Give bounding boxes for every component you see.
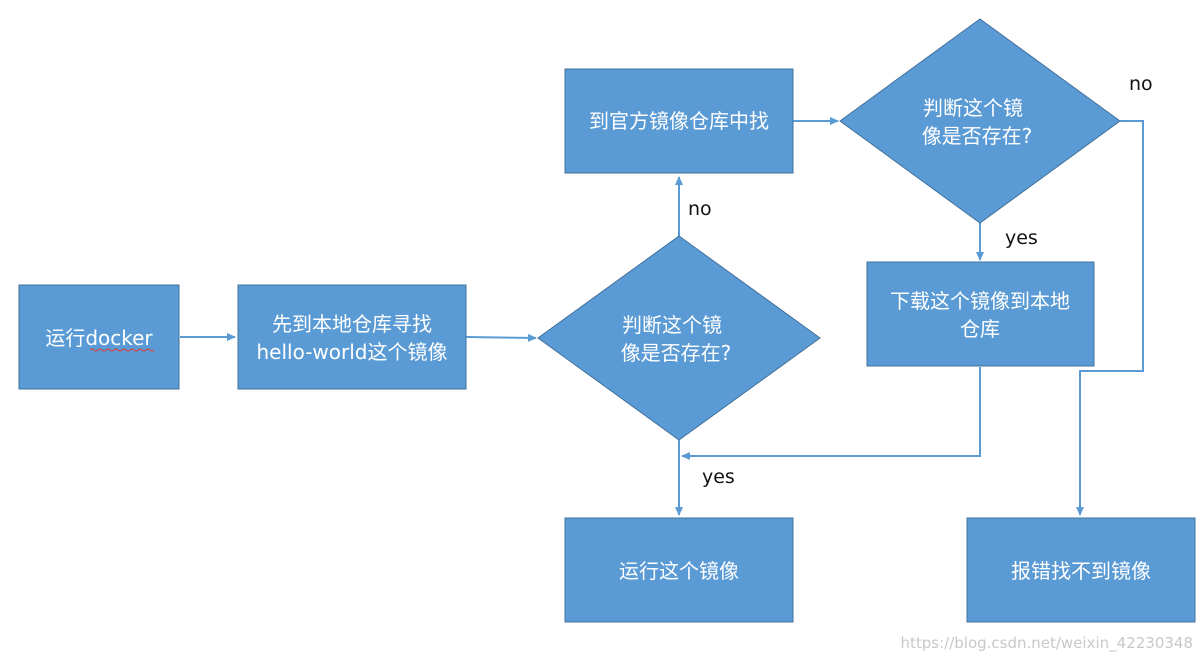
edge-download-to-run [681,367,981,460]
node-exists-official-line2: 像是否存在? [922,124,1033,148]
node-search-local-line2: hello-world这个镜像 [257,340,448,364]
node-search-local: 先到本地仓库寻找 hello-world这个镜像 [237,284,467,390]
edge-exists-official-no [1076,120,1144,516]
node-search-local-line1: 先到本地仓库寻找 [272,312,432,336]
node-exists-local: 判断这个镜 像是否存在? [537,235,821,441]
node-error: 报错找不到镜像 [966,517,1196,623]
node-run-image-text: 运行这个镜像 [619,559,739,583]
node-search-official-text: 到官方镜像仓库中找 [589,109,769,133]
node-download-line2: 仓库 [960,317,1000,341]
label-official-yes: yes [1005,227,1038,249]
node-download: 下载这个镜像到本地 仓库 [866,261,1095,367]
label-official-no: no [1129,73,1153,95]
node-download-line1: 下载这个镜像到本地 [890,289,1070,313]
node-exists-official-line1: 判断这个镜 [923,96,1023,120]
edges [180,117,1144,516]
node-run-docker: 运行docker [18,284,180,390]
label-local-no: no [688,198,712,220]
node-exists-official: 判断这个镜 像是否存在? [839,18,1121,224]
spellcheck-underline [89,348,155,352]
node-run-image: 运行这个镜像 [564,517,794,623]
node-error-text: 报错找不到镜像 [1011,559,1151,583]
node-search-official: 到官方镜像仓库中找 [564,68,794,174]
label-local-yes: yes [702,466,735,488]
watermark: https://blog.csdn.net/weixin_42230348 [900,634,1193,653]
node-exists-local-line2: 像是否存在? [621,341,732,365]
node-exists-local-line1: 判断这个镜 [622,313,722,337]
edge-local-search-to-exists [465,333,537,342]
node-run-docker-text: 运行docker [45,326,153,350]
